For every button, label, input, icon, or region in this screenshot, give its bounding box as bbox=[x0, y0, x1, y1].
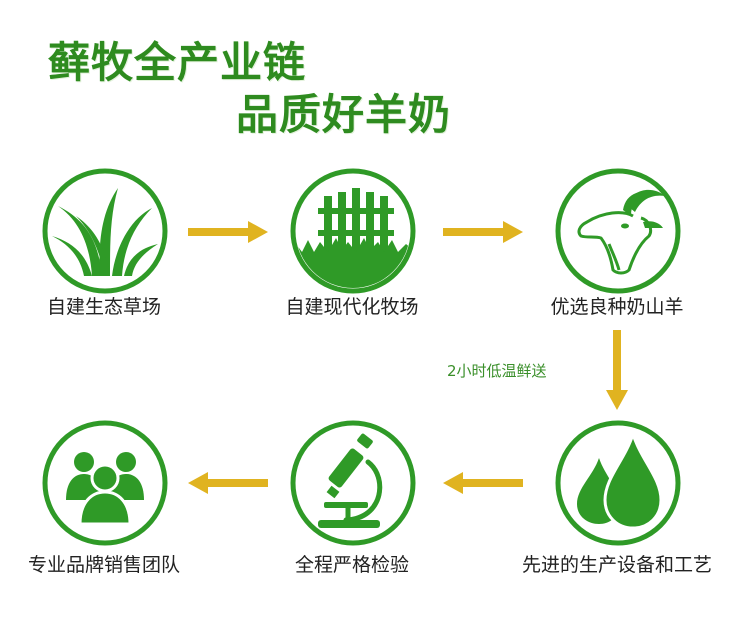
step-inspection bbox=[288, 418, 418, 548]
step-goat bbox=[553, 166, 683, 296]
arrow-left-2 bbox=[188, 472, 268, 494]
arrow-down bbox=[606, 330, 628, 410]
transport-note: 2小时低温鲜送 bbox=[447, 362, 547, 380]
goat-icon bbox=[555, 168, 681, 294]
title-line-1: 藓牧全产业链 bbox=[48, 38, 307, 87]
step-sales-team-label: 专业品牌销售团队 bbox=[27, 554, 181, 576]
fence-icon bbox=[290, 168, 416, 294]
drops-icon bbox=[555, 420, 681, 546]
grass-icon bbox=[42, 168, 168, 294]
step-goat-label: 优选良种奶山羊 bbox=[550, 296, 684, 318]
arrow-right-2 bbox=[443, 221, 523, 243]
step-ranch bbox=[288, 166, 418, 296]
microscope-icon bbox=[290, 420, 416, 546]
step-grassland-label: 自建生态草场 bbox=[46, 296, 162, 318]
team-icon bbox=[42, 420, 168, 546]
step-production bbox=[553, 418, 683, 548]
step-production-label: 先进的生产设备和工艺 bbox=[521, 554, 713, 576]
arrow-left-1 bbox=[443, 472, 523, 494]
step-sales-team bbox=[40, 418, 170, 548]
arrow-right-1 bbox=[188, 221, 268, 243]
step-ranch-label: 自建现代化牧场 bbox=[285, 296, 419, 318]
step-inspection-label: 全程严格检验 bbox=[294, 554, 410, 576]
title-line-2: 品质好羊奶 bbox=[236, 90, 452, 139]
step-grassland bbox=[40, 166, 170, 296]
